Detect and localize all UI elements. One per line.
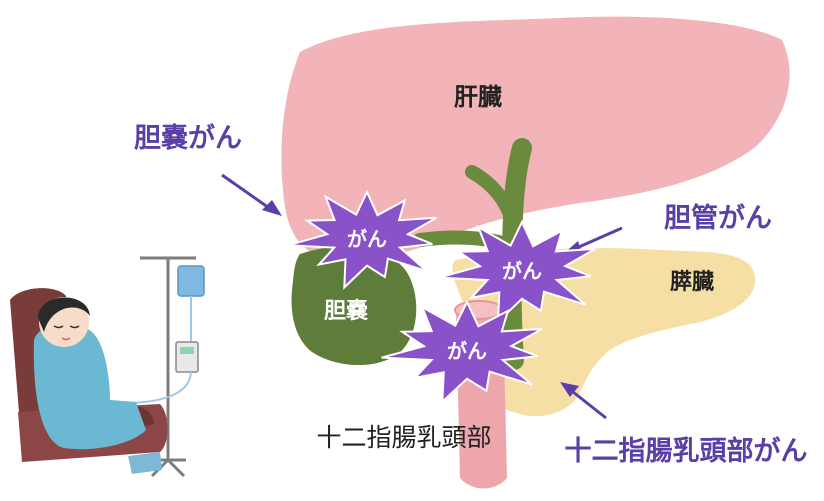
patient-drip-illustration [10, 256, 205, 478]
burst-papilla [381, 299, 543, 404]
liver-shape [281, 16, 790, 260]
burst-gallbladder [287, 189, 437, 290]
duodenal-papilla-label: 十二指腸乳頭部 [316, 423, 491, 452]
pancreas-label: 膵臓 [670, 270, 714, 295]
burst-gallbladder-label: がん [347, 227, 387, 251]
burst-bile-duct [438, 219, 596, 325]
gallbladder-cancer-label: 胆嚢がん [134, 122, 242, 154]
papilla-cancer-label: 十二指腸乳頭部がん [565, 435, 808, 467]
burst-bile-duct-label: がん [502, 259, 542, 283]
bile-duct-cancer-label: 胆管がん [664, 202, 772, 234]
liver-label: 肝臓 [454, 83, 502, 111]
gallbladder-label: 胆嚢 [324, 299, 368, 324]
burst-papilla-label: がん [447, 339, 487, 363]
